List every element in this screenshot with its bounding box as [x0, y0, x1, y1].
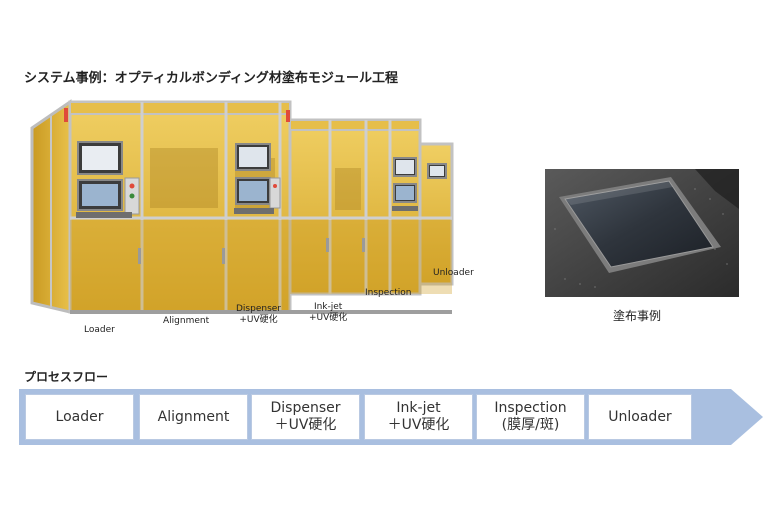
machine-label-inkjet-line1: Ink-jet — [313, 302, 343, 312]
machine-label-dispenser: Dispenser +UV硬化 — [236, 304, 281, 326]
machine-label-inkjet-line2: +UV硬化 — [309, 313, 348, 323]
flow-step-unloader-label: Unloader — [608, 408, 672, 425]
flow-step-inkjet-line2: ＋UV硬化 — [387, 417, 450, 433]
flow-step-inkjet: Ink-jet ＋UV硬化 — [364, 394, 473, 440]
flow-step-inkjet-line1: Ink-jet — [396, 400, 441, 416]
bonding-system-machine-image — [30, 99, 454, 314]
coating-example-photo — [545, 169, 739, 297]
machine-label-dispenser-line2: +UV硬化 — [239, 315, 278, 325]
machine-label-inkjet: Ink-jet +UV硬化 — [309, 302, 347, 324]
flow-step-inspection-line2: (膜厚/斑) — [501, 417, 560, 433]
flow-step-dispenser-line2: ＋UV硬化 — [274, 417, 337, 433]
flow-step-dispenser-line1: Dispenser — [270, 400, 341, 416]
page-title: システム事例：オプティカルボンディング材塗布モジュール工程 — [24, 71, 399, 86]
flow-step-alignment-label: Alignment — [157, 408, 230, 425]
flow-step-loader: Loader — [25, 394, 134, 440]
machine-label-inspection: Inspection — [365, 288, 412, 298]
machine-label-unloader: Unloader — [433, 268, 474, 278]
flow-step-inspection: Inspection (膜厚/斑) — [476, 394, 585, 440]
photo-caption: 塗布事例 — [613, 309, 662, 323]
flow-step-inspection-line1: Inspection — [494, 400, 567, 416]
machine-label-loader: Loader — [84, 325, 115, 335]
machine-label-dispenser-line1: Dispenser — [236, 304, 281, 314]
flow-step-loader-label: Loader — [55, 408, 104, 425]
flow-step-dispenser: Dispenser ＋UV硬化 — [251, 394, 360, 440]
machine-label-alignment: Alignment — [163, 316, 210, 326]
process-flow-title: プロセスフロー — [24, 370, 109, 384]
flow-step-unloader: Unloader — [588, 394, 692, 440]
flow-step-alignment: Alignment — [139, 394, 248, 440]
